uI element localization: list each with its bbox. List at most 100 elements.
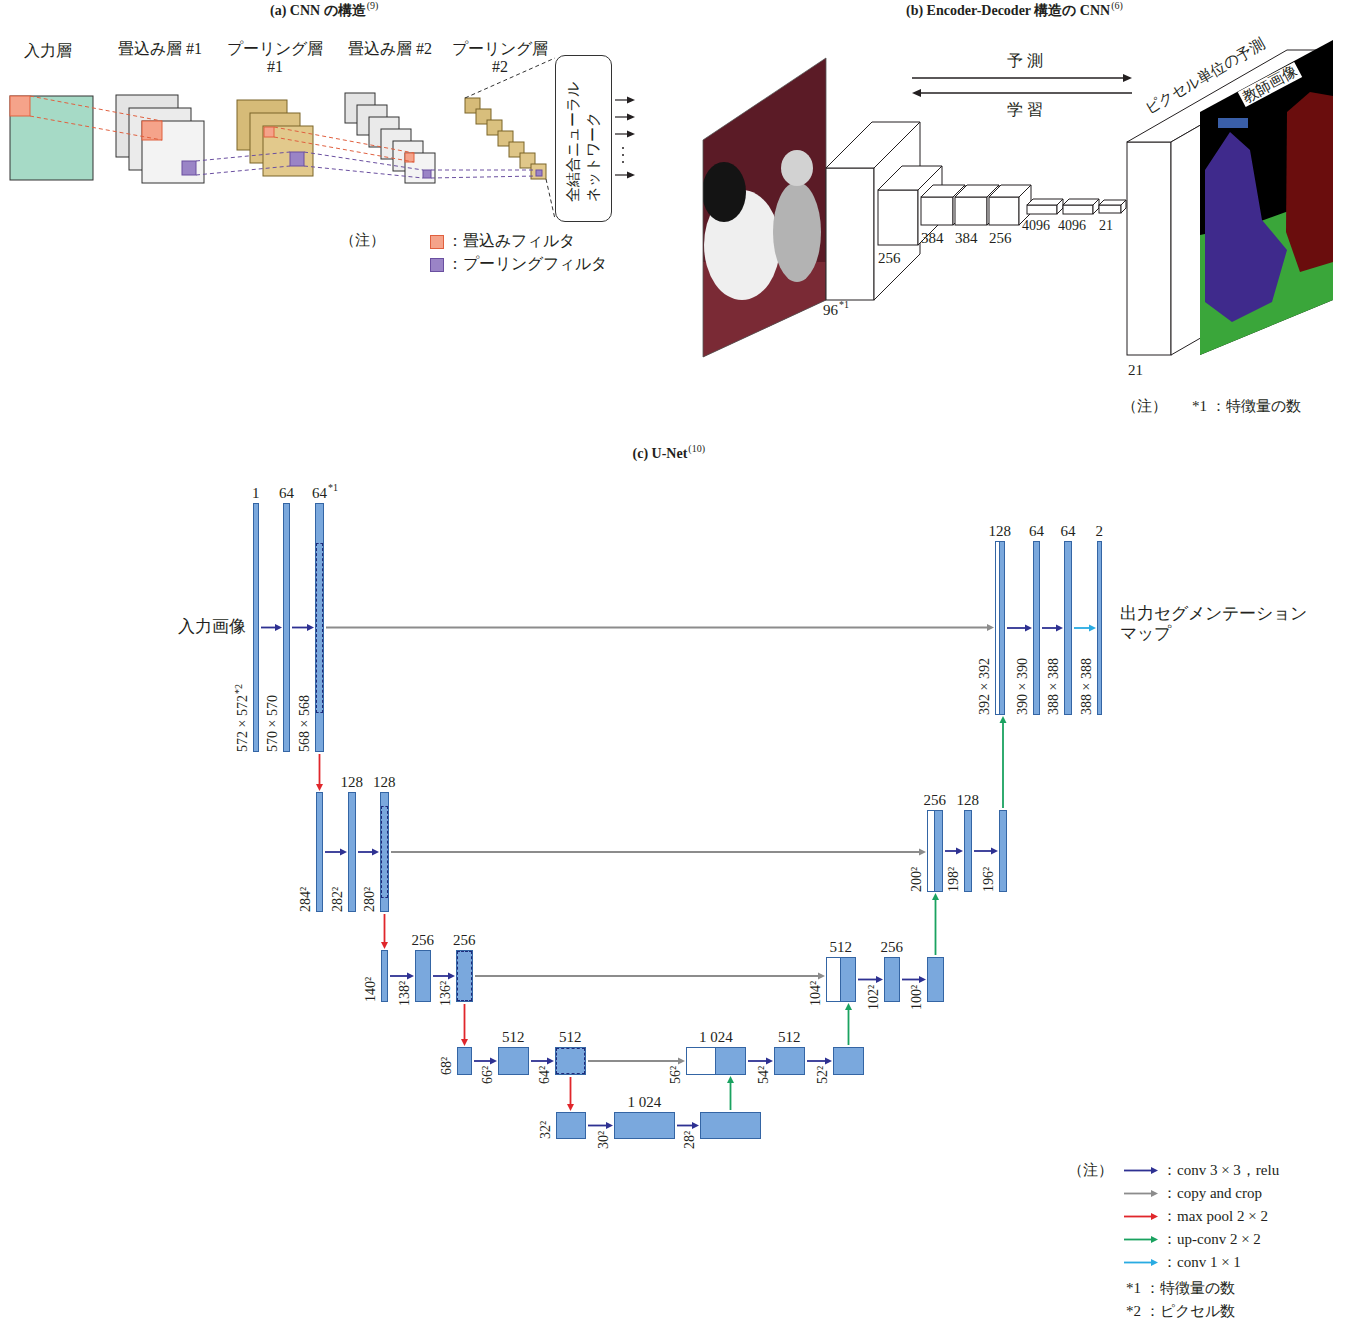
gt-background xyxy=(1195,35,1335,360)
pool-map xyxy=(531,164,546,179)
concat-part xyxy=(827,958,841,1001)
label: 畳込み層 #1 xyxy=(118,40,202,58)
note-mark: *1 xyxy=(328,482,338,494)
feature-count: 1 xyxy=(252,485,260,502)
connector xyxy=(727,1076,734,1110)
arrow-line xyxy=(807,1060,826,1062)
dog-head xyxy=(702,162,746,222)
conv-filter xyxy=(264,127,274,137)
connector xyxy=(807,1058,832,1065)
feature-map-block: 1 02430² xyxy=(614,1112,675,1139)
arrow-line xyxy=(588,1125,607,1127)
pixel-size: 388 × 388 xyxy=(1079,658,1094,715)
feature-map-block: 2388 × 388 xyxy=(1097,541,1102,715)
connector xyxy=(390,973,414,980)
arrow-line xyxy=(474,1060,491,1062)
arrow-line xyxy=(974,850,992,852)
arrow-head xyxy=(1025,625,1032,632)
arrow-line xyxy=(858,979,877,981)
crop-region xyxy=(316,543,323,713)
pixel-size: 104² xyxy=(808,981,823,1006)
label: (c) U-Net xyxy=(633,446,688,462)
gt-dog xyxy=(1205,132,1287,322)
conv-filter xyxy=(142,121,162,140)
input-layer xyxy=(10,96,93,180)
feature-map-block: 284² xyxy=(316,792,323,912)
feature-count: 128 xyxy=(341,774,364,791)
feature-map-block: 256200² xyxy=(927,810,943,892)
arrow-head xyxy=(766,1058,773,1065)
label: 畳込み層 #2 xyxy=(348,40,432,58)
crop-region xyxy=(381,806,388,898)
ellipsis-dot xyxy=(622,147,624,149)
note-mark: (6) xyxy=(1111,0,1123,12)
arrow-line xyxy=(433,975,449,977)
arrow-line xyxy=(1074,627,1090,629)
arrow-line xyxy=(1124,1216,1152,1218)
label: プーリング層 #2 xyxy=(444,40,556,77)
feature-map-block: 51264² xyxy=(555,1047,586,1075)
ellipsis-dot xyxy=(622,161,624,163)
legend-arrow xyxy=(1124,1213,1158,1220)
arrow-head xyxy=(372,849,379,856)
note-mark: *1 xyxy=(839,299,849,311)
arrow-head xyxy=(912,89,921,97)
arrow-head xyxy=(919,976,926,983)
feature-count: 256 xyxy=(924,792,947,809)
pool-map xyxy=(263,126,313,176)
arrow-head xyxy=(1000,716,1007,723)
pool-filter xyxy=(290,152,304,166)
feature-map xyxy=(142,121,204,183)
layer-block xyxy=(1027,205,1057,214)
dashed-line xyxy=(196,152,290,161)
pixel-size: 30² xyxy=(596,1130,611,1148)
arrow-line xyxy=(384,914,386,943)
arrow-head xyxy=(987,624,994,631)
connector xyxy=(358,849,379,856)
layer-block xyxy=(874,122,920,300)
feature-map-block: 64390 × 390 xyxy=(1033,541,1040,715)
legend-text: ：conv 1 × 1 xyxy=(1162,1254,1241,1271)
arrow-head xyxy=(845,1003,852,1010)
feature-map-block: 64388 × 388 xyxy=(1064,541,1072,715)
legend-arrow xyxy=(1124,1190,1158,1197)
learn-arrow xyxy=(920,92,1132,94)
connector xyxy=(588,1122,613,1129)
pixel-size: 196² xyxy=(981,867,996,892)
arrow-head xyxy=(490,1058,497,1065)
feature-map-block: 51254² xyxy=(774,1047,805,1075)
pixel-size: 32² xyxy=(538,1121,553,1139)
feature-map-block: 64570 × 570 xyxy=(283,503,290,752)
connector xyxy=(748,1058,773,1065)
predict-arrow xyxy=(912,77,1124,79)
pixel-size: 140² xyxy=(363,977,378,1002)
arrow-head xyxy=(1089,625,1096,632)
feature-map-block: 100² xyxy=(927,957,944,1002)
layer-block xyxy=(1099,205,1121,213)
arrow-line xyxy=(588,1060,679,1062)
input-photo xyxy=(700,50,830,362)
layer-block xyxy=(1063,205,1093,214)
feature-count: 512 xyxy=(830,939,853,956)
legend-text: ：copy and crop xyxy=(1162,1185,1262,1202)
arrow-line xyxy=(945,850,957,852)
label: *1 ：特徴量の数 xyxy=(1126,1280,1235,1297)
pixel-size: 198² xyxy=(946,867,961,892)
arrow-head xyxy=(956,848,963,855)
pixel-size: 102² xyxy=(866,984,881,1009)
label: 384 xyxy=(921,230,944,247)
legend-text: ：プーリングフィルタ xyxy=(447,255,607,273)
connector xyxy=(945,848,963,855)
arrow-head xyxy=(1056,625,1063,632)
connector xyxy=(475,973,825,980)
arrow-line xyxy=(1124,1239,1152,1241)
label: (b) Encoder-Decoder 構造の CNN xyxy=(906,3,1110,19)
dashed-line xyxy=(274,137,414,162)
arrow-line xyxy=(935,899,937,955)
arrow-line xyxy=(902,979,920,981)
feature-count: 1 024 xyxy=(628,1094,662,1111)
feature-count: 1 024 xyxy=(699,1029,733,1046)
feature-map-block: 32² xyxy=(556,1112,586,1139)
feature-count: 128 xyxy=(957,792,980,809)
